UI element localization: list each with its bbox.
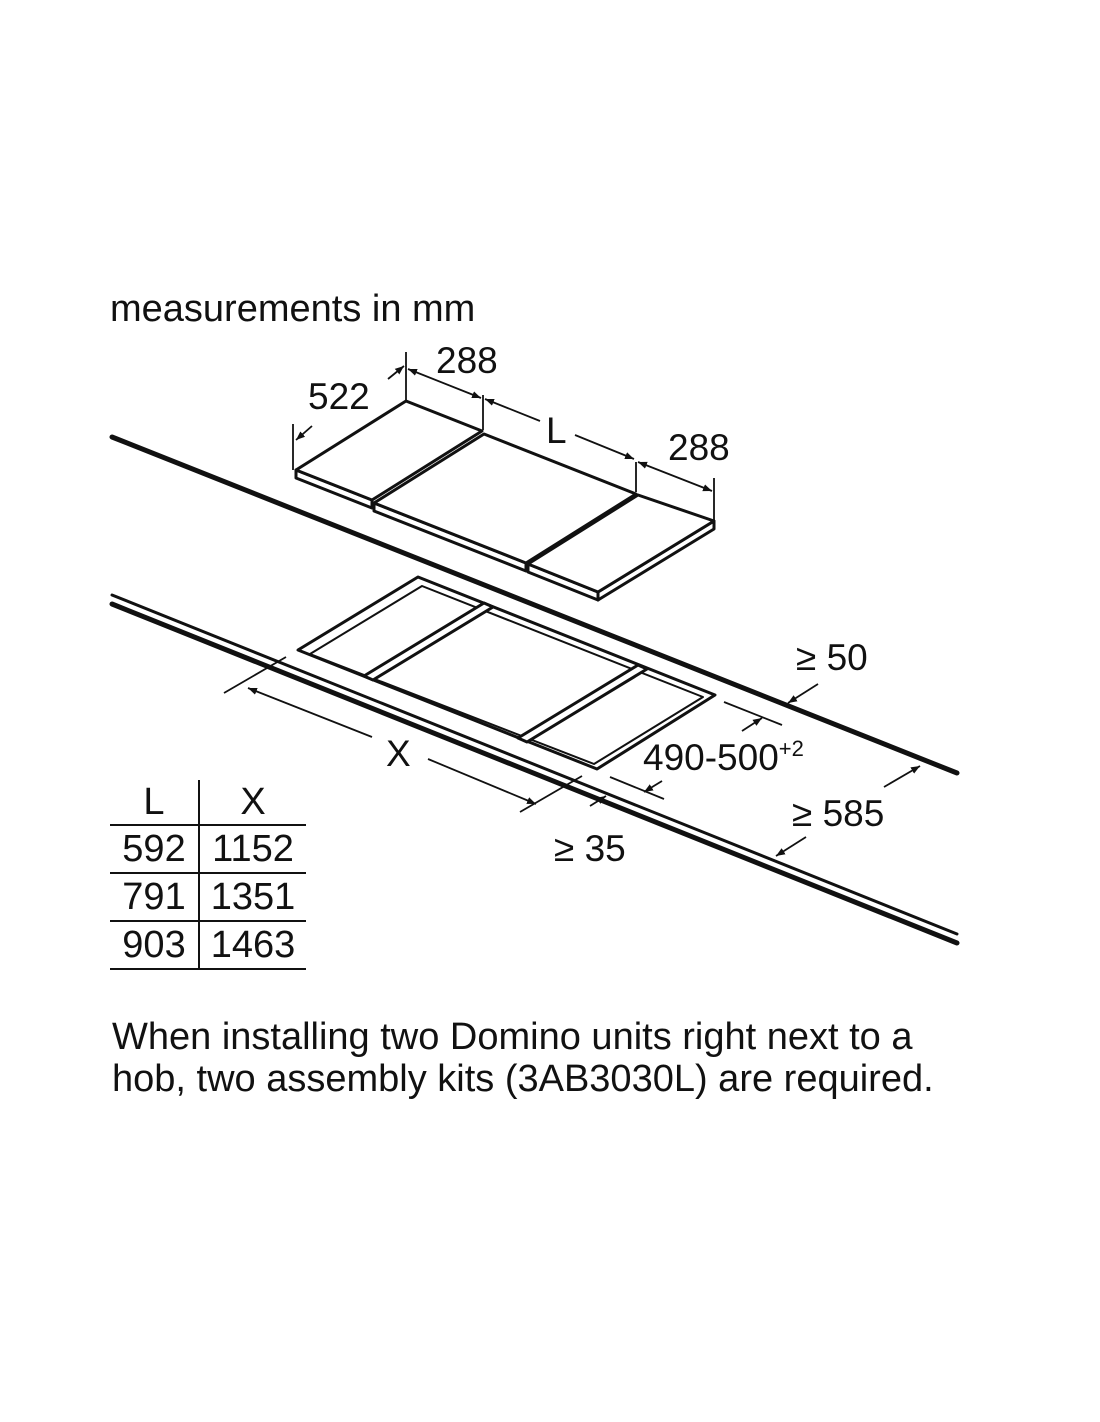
table-cell: 791 xyxy=(110,872,200,921)
table-row: 791 1351 xyxy=(110,872,306,921)
installation-note: When installing two Domino units right n… xyxy=(112,1016,934,1100)
worktop-front-edge-lower xyxy=(109,601,960,946)
dimension-cutout-depth: 490-500+2 xyxy=(643,736,804,778)
table-cell: 1152 xyxy=(199,824,306,873)
cutout-inner xyxy=(309,585,704,765)
table-row: 592 1152 xyxy=(110,824,306,873)
dimension-lines xyxy=(223,352,921,857)
domino-unit-left xyxy=(294,399,484,510)
assembly-bar-right xyxy=(516,663,649,744)
cutout-depth-value: 490-500 xyxy=(643,737,779,778)
dimension-clearance-front: ≥ 35 xyxy=(554,828,626,869)
page-title: measurements in mm xyxy=(110,288,476,330)
hob-units xyxy=(294,399,716,602)
table-cell: 1463 xyxy=(199,920,306,970)
worktop-cutout xyxy=(296,575,717,771)
cutout-outer xyxy=(296,575,717,771)
table-cell: 1351 xyxy=(199,872,306,921)
table-cell: 903 xyxy=(110,920,200,970)
dimension-clearance-back: ≥ 50 xyxy=(796,637,868,678)
dimension-width-right-288: 288 xyxy=(668,427,730,468)
table-cell: 592 xyxy=(110,824,200,873)
worktop-outline xyxy=(109,434,960,946)
domino-unit-right xyxy=(526,493,716,602)
dimension-width-middle-L: L xyxy=(546,410,567,451)
dimension-cutout-length-X: X xyxy=(386,733,411,774)
dimension-worktop-depth: ≥ 585 xyxy=(792,793,884,834)
table-header-X: X xyxy=(240,781,266,823)
size-table: L X 592 1152 791 1351 903 1463 xyxy=(110,780,306,970)
dimension-width-left-288: 288 xyxy=(436,340,498,381)
assembly-bar-left xyxy=(362,601,495,682)
table-header-L: L xyxy=(110,780,200,825)
worktop-front-edge xyxy=(110,593,959,936)
worktop-back-edge xyxy=(109,434,960,776)
table-row: 903 1463 xyxy=(110,920,306,970)
dimension-depth-522: 522 xyxy=(308,376,370,417)
hob-unit-middle xyxy=(372,432,638,573)
table-header-row: L X xyxy=(110,780,306,825)
cutout-depth-tolerance: +2 xyxy=(779,736,804,761)
